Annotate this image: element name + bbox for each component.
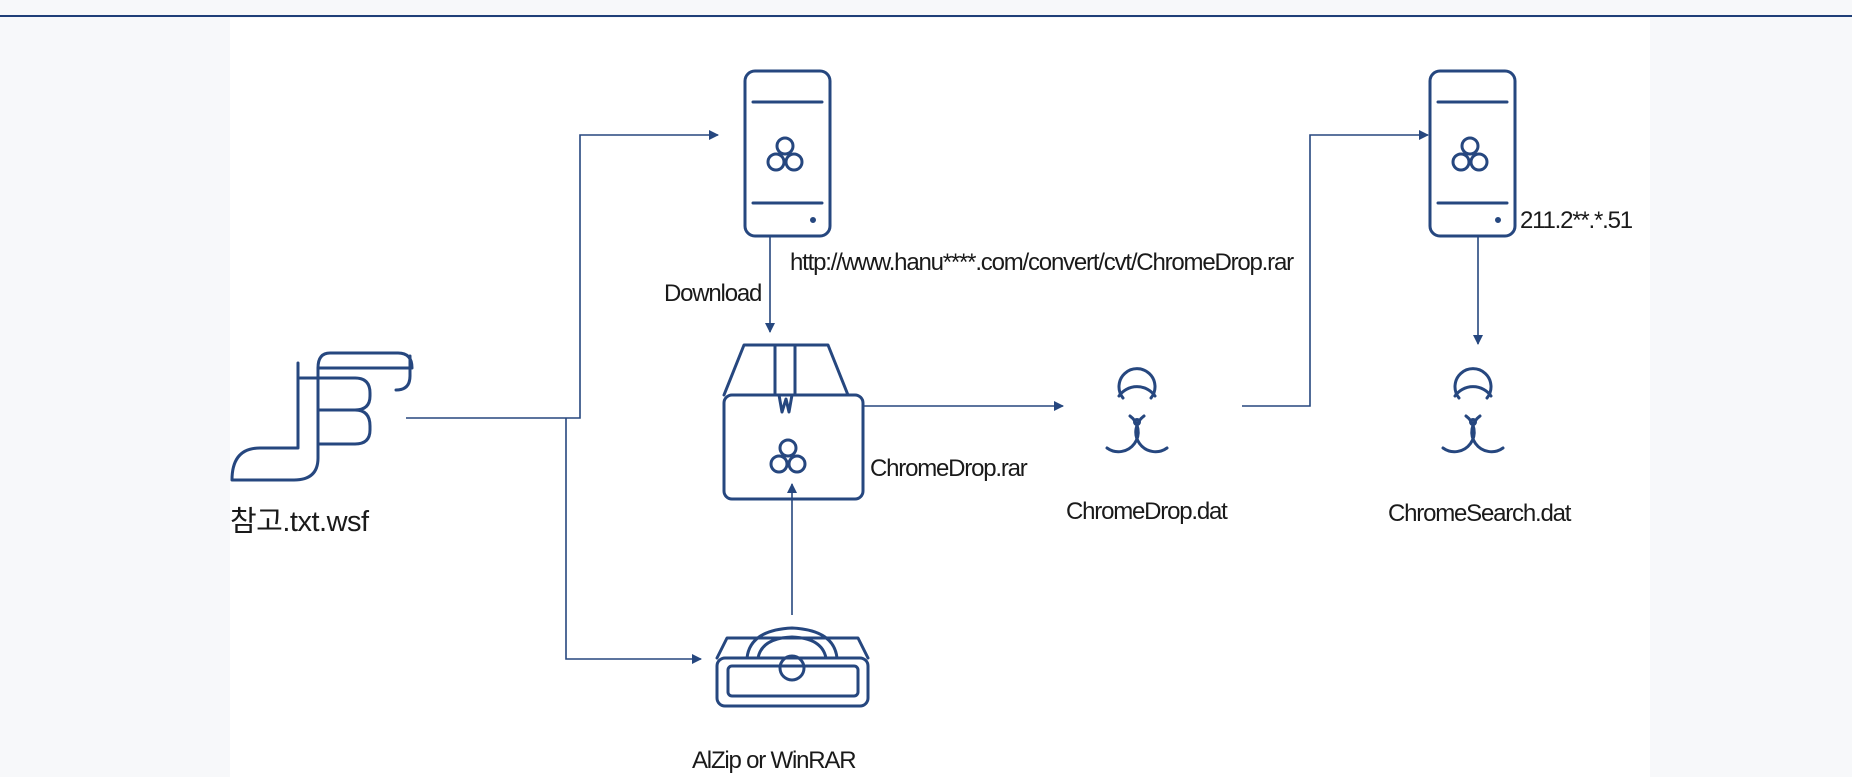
- infection-flow-diagram: 참고.txt.wsf Download http://www.hanu****.…: [230, 69, 1634, 774]
- edge-script-to-archiver: [565, 418, 702, 664]
- server-one-icon: [743, 69, 832, 238]
- script-scroll-icon: [230, 351, 414, 482]
- archive-name-label: ChromeDrop.rar: [870, 455, 1028, 482]
- top-rule: [0, 0, 1852, 17]
- download-label: Download: [664, 280, 761, 307]
- server-two-icon: [1428, 69, 1517, 238]
- server-two-ip-label: 211.2**.*.51: [1520, 207, 1633, 234]
- edge-drop-to-server-two: [1242, 130, 1429, 407]
- chrome-drop-dat-label: ChromeDrop.dat: [1066, 498, 1228, 525]
- connectors: [406, 130, 1483, 664]
- archiver-tool-label: AlZip or WinRAR: [692, 747, 856, 774]
- archive-box-icon: [722, 343, 865, 501]
- download-url-label: http://www.hanu****.com/convert/cvt/Chro…: [790, 249, 1294, 276]
- chrome-search-biohazard-icon: [1441, 367, 1505, 454]
- script-file-label: 참고.txt.wsf: [230, 506, 370, 538]
- edge-script-to-server: [406, 130, 719, 419]
- chrome-drop-biohazard-icon: [1105, 367, 1169, 454]
- archiver-tool-icon: [715, 626, 870, 708]
- chrome-search-dat-label: ChromeSearch.dat: [1388, 500, 1572, 527]
- diagram-canvas: 참고.txt.wsf Download http://www.hanu****.…: [230, 18, 1650, 777]
